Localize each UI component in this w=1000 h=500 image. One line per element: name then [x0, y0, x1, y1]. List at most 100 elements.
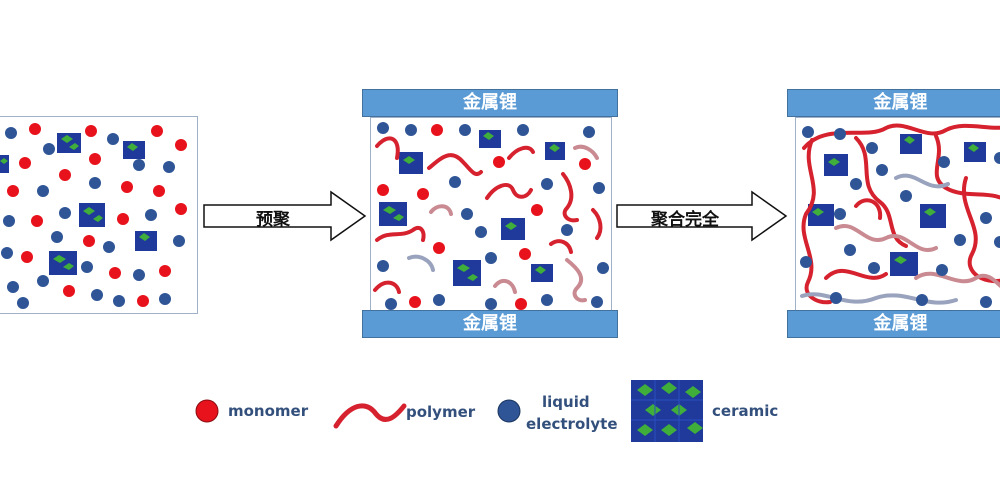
electrolyte-dot: [89, 177, 101, 189]
monomer-dot: [117, 213, 129, 225]
monomer-dot: [431, 124, 443, 136]
polymer-chain: [429, 204, 453, 216]
electrolyte-dot: [800, 256, 812, 268]
electrolyte-dot: [459, 124, 471, 136]
ceramic-particle: [890, 252, 918, 276]
electrolyte-dot: [113, 295, 125, 307]
polymer-chains: [373, 136, 603, 303]
legend-polymer-icon: [333, 403, 407, 429]
electrolyte-dot: [936, 264, 948, 276]
electrolyte-dot: [597, 262, 609, 274]
polymer-chain: [962, 176, 1000, 284]
right-bottom-electrode: 金属锂: [787, 310, 1000, 338]
monomer-dot: [59, 169, 71, 181]
electrolyte-dot: [583, 126, 595, 138]
ceramic-particle: [453, 260, 481, 286]
ceramic-particle: [964, 142, 986, 162]
electrolyte-dot: [377, 122, 389, 134]
legend-electrolyte-label-line2: electrolyte: [526, 415, 618, 433]
electrolyte-dot: [938, 156, 950, 168]
polymer-chain: [854, 198, 883, 220]
monomer-dot: [7, 185, 19, 197]
electrolyte-dot: [994, 152, 1000, 164]
electrolyte-dot: [81, 261, 93, 273]
monomer-dot: [515, 298, 527, 310]
left-panel: [0, 116, 198, 314]
middle-panel: [370, 117, 612, 311]
electrolyte-dot: [485, 298, 497, 310]
electrolyte-dot: [916, 294, 928, 306]
polymer-chain: [375, 136, 400, 160]
electrolyte-dot: [433, 294, 445, 306]
electrolyte-dot: [37, 275, 49, 287]
electrolyte-dot: [591, 296, 603, 308]
electrolyte-dot: [834, 208, 846, 220]
polymer-chain: [914, 271, 1000, 288]
arrow-complete-polymerization: [616, 190, 788, 242]
polymer-chain: [854, 136, 908, 248]
electrolyte-dot: [377, 260, 389, 272]
monomer-dot: [83, 235, 95, 247]
monomer-dot: [493, 156, 505, 168]
right-panel-contents: [800, 123, 1000, 308]
monomer-dot: [175, 139, 187, 151]
electrolyte-dot: [844, 244, 856, 256]
monomer-dot: [531, 204, 543, 216]
ceramic-particle: [0, 155, 9, 173]
monomer-dot: [409, 296, 421, 308]
electrolyte-dot: [449, 176, 461, 188]
electrolyte-dot: [485, 252, 497, 264]
monomer-dot: [159, 265, 171, 277]
electrolyte-dot: [834, 128, 846, 140]
monomer-dot: [29, 123, 41, 135]
polymer-chain: [373, 280, 401, 294]
electrolyte-dot: [461, 208, 473, 220]
electrolyte-dot: [173, 235, 185, 247]
electrolyte-dot: [133, 269, 145, 281]
monomer-dot: [31, 215, 43, 227]
electrolyte-dot: [59, 207, 71, 219]
ceramic-particle: [479, 130, 501, 148]
electrolyte-dot: [17, 297, 29, 309]
monomer-dot: [377, 184, 389, 196]
ceramic-particle: [900, 134, 922, 154]
electrolyte-dot: [980, 296, 992, 308]
polymer-chain: [485, 182, 533, 200]
monomer-dot: [21, 251, 33, 263]
legend-ceramic-label: ceramic: [712, 402, 779, 420]
ceramic-particle: [531, 264, 553, 282]
ceramic-particle: [920, 204, 946, 228]
ceramic-particle: [808, 204, 834, 226]
arrow-label-complete-polymerization: 聚合完全: [651, 210, 719, 230]
monomer-dot: [579, 158, 591, 170]
ceramic-particle: [135, 231, 157, 251]
electrolyte-dot: [541, 294, 553, 306]
left-panel-contents: [0, 123, 187, 309]
electrolyte-dot: [159, 293, 171, 305]
polymer-chain: [565, 258, 587, 303]
polymer-chain: [800, 292, 958, 305]
monomer-dot: [175, 203, 187, 215]
ceramic-particle: [123, 141, 145, 159]
electrolyte-dot: [980, 212, 992, 224]
legend-polymer-label: polymer: [406, 403, 476, 421]
monomer-dot: [85, 125, 97, 137]
electrolyte-dot: [876, 164, 888, 176]
arrow-label-prepolymerize: 预聚: [256, 210, 290, 230]
ceramic-particle: [49, 251, 77, 275]
electrolyte-dot: [561, 224, 573, 236]
electrolyte-dot: [830, 292, 842, 304]
electrolyte-dot: [91, 289, 103, 301]
monomer-dot: [19, 157, 31, 169]
electrolyte-dot: [593, 182, 605, 194]
electrolyte-dot: [900, 190, 912, 202]
electrolyte-dot: [37, 185, 49, 197]
electrolyte-dot: [107, 133, 119, 145]
electrolyte-dot: [850, 178, 862, 190]
polymer-chain: [934, 134, 1000, 200]
electrolyte-dot: [802, 126, 814, 138]
ceramic-particle: [57, 133, 81, 153]
electrolyte-dot: [5, 127, 17, 139]
polymer-chain: [824, 268, 888, 280]
legend-monomer-icon: [195, 399, 219, 423]
